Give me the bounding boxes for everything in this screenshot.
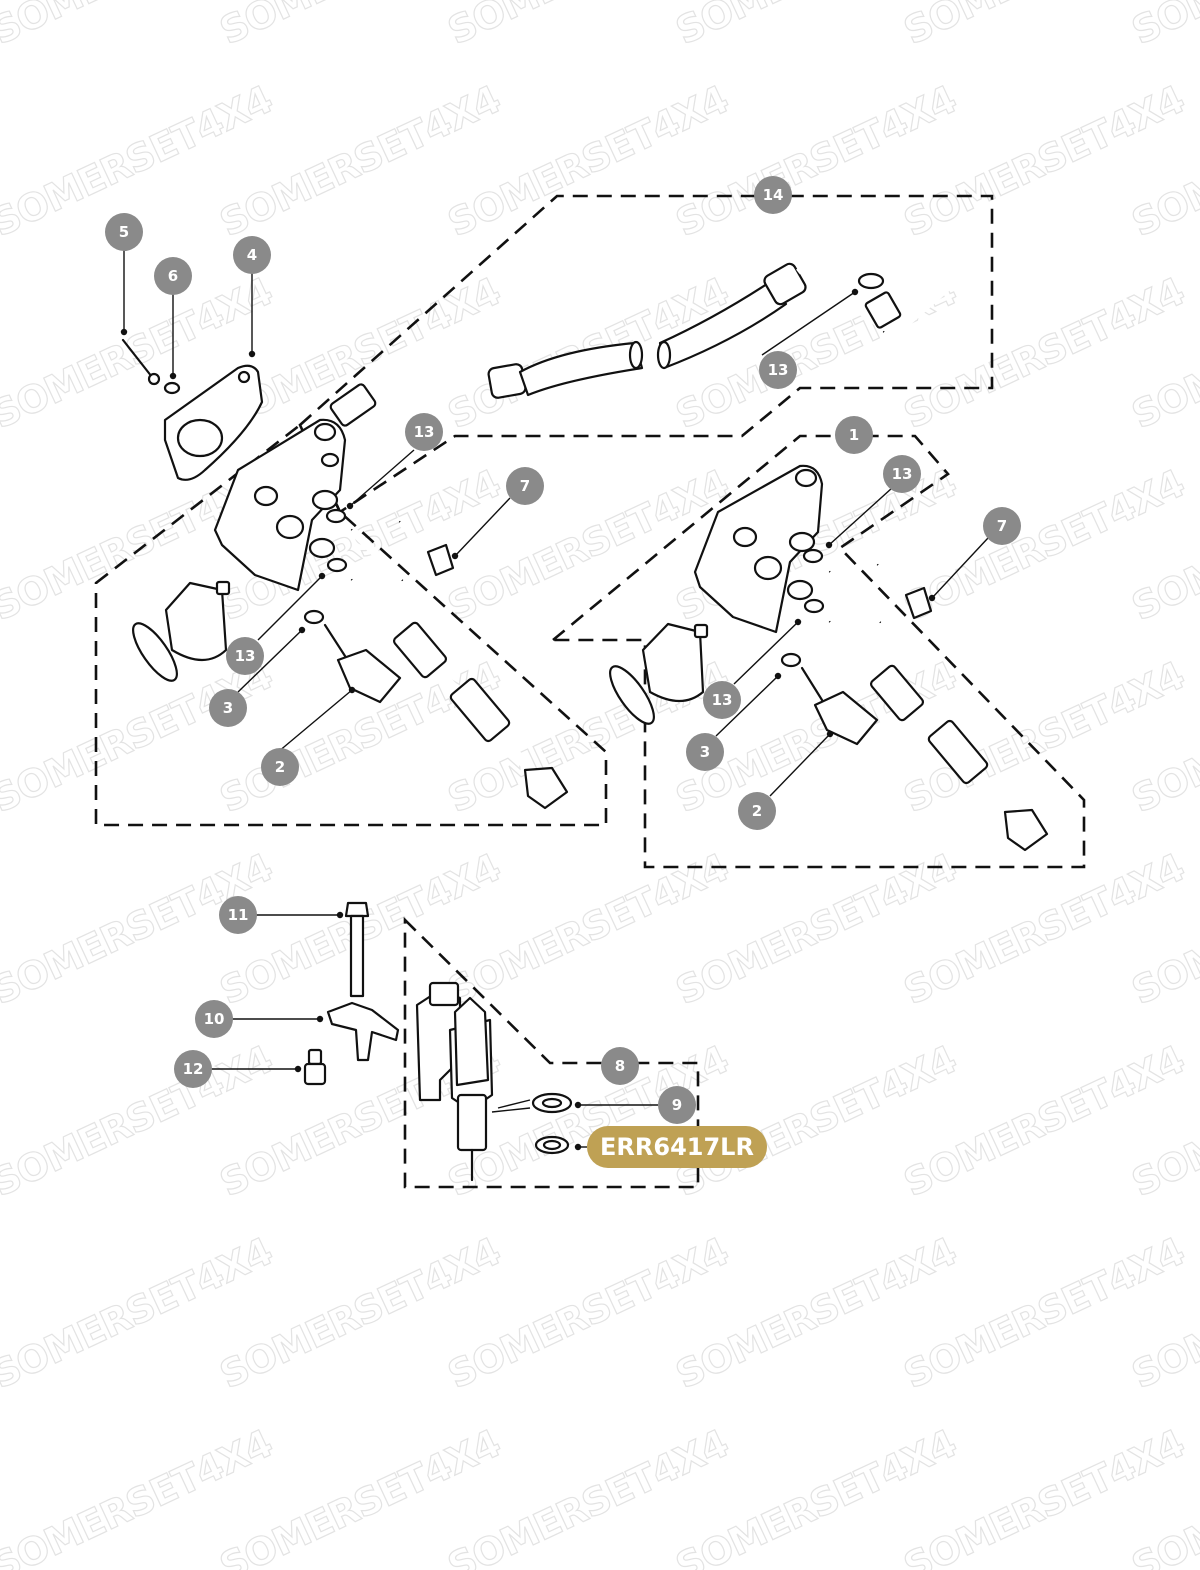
callout-4[interactable]: 4	[233, 236, 271, 274]
svg-text:6: 6	[168, 267, 178, 285]
callout-3-left[interactable]: 3	[209, 689, 247, 727]
svg-text:4: 4	[247, 246, 257, 264]
part-number-badge[interactable]: ERR6417LR	[587, 1126, 767, 1168]
callout-6[interactable]: 6	[154, 257, 192, 295]
svg-text:5: 5	[119, 223, 129, 241]
callout-9[interactable]: 9	[658, 1086, 696, 1124]
svg-text:2: 2	[275, 758, 285, 776]
callout-7-right[interactable]: 7	[983, 507, 1021, 545]
svg-text:13: 13	[712, 691, 733, 709]
callout-11[interactable]: 11	[219, 896, 257, 934]
leader-lines	[120, 249, 989, 1151]
svg-text:8: 8	[615, 1057, 625, 1075]
svg-text:13: 13	[892, 465, 913, 483]
svg-text:11: 11	[228, 906, 249, 924]
callout-13-pipe[interactable]: 13	[759, 351, 797, 389]
group-outline-8	[403, 916, 700, 1189]
svg-text:1: 1	[849, 426, 859, 444]
callout-5[interactable]: 5	[105, 213, 143, 251]
callout-8[interactable]: 8	[601, 1047, 639, 1085]
group-outline-14	[298, 194, 994, 514]
callout-13-left-bottom[interactable]: 13	[226, 637, 264, 675]
callout-1[interactable]: 1	[835, 416, 873, 454]
svg-text:3: 3	[700, 743, 710, 761]
svg-text:14: 14	[763, 186, 784, 204]
fuel-pipe-14	[329, 233, 959, 427]
callout-3-right[interactable]: 3	[686, 733, 724, 771]
callout-2-right[interactable]: 2	[738, 792, 776, 830]
left-assembly	[121, 338, 569, 810]
svg-text:3: 3	[223, 699, 233, 717]
svg-text:9: 9	[672, 1096, 682, 1114]
svg-text:2: 2	[752, 802, 762, 820]
group-outlines	[94, 194, 1086, 1189]
callout-12[interactable]: 12	[174, 1050, 212, 1088]
callouts: 5 6 4 14 13 13 7 13 3 2 1 13 7 13 3 2 11…	[105, 176, 1021, 1124]
svg-text:13: 13	[235, 647, 256, 665]
group-outline-1	[549, 434, 1086, 869]
callout-7-left[interactable]: 7	[506, 467, 544, 505]
svg-text:7: 7	[997, 517, 1007, 535]
right-assembly	[609, 464, 1049, 852]
callout-2-left[interactable]: 2	[261, 748, 299, 786]
watermark-text: SOMERSET4X4	[1125, 0, 1200, 53]
callout-10[interactable]: 10	[195, 1000, 233, 1038]
svg-text:10: 10	[204, 1010, 225, 1028]
svg-text:7: 7	[520, 477, 530, 495]
callout-13-right-top[interactable]: 13	[883, 455, 921, 493]
svg-text:12: 12	[183, 1060, 204, 1078]
injector-assembly	[303, 901, 573, 1182]
callout-13-right-bottom[interactable]: 13	[703, 681, 741, 719]
part-number-label: ERR6417LR	[600, 1133, 754, 1161]
callout-14[interactable]: 14	[754, 176, 792, 214]
svg-text:13: 13	[768, 361, 789, 379]
callout-13-left-top[interactable]: 13	[405, 413, 443, 451]
svg-text:13: 13	[414, 423, 435, 441]
